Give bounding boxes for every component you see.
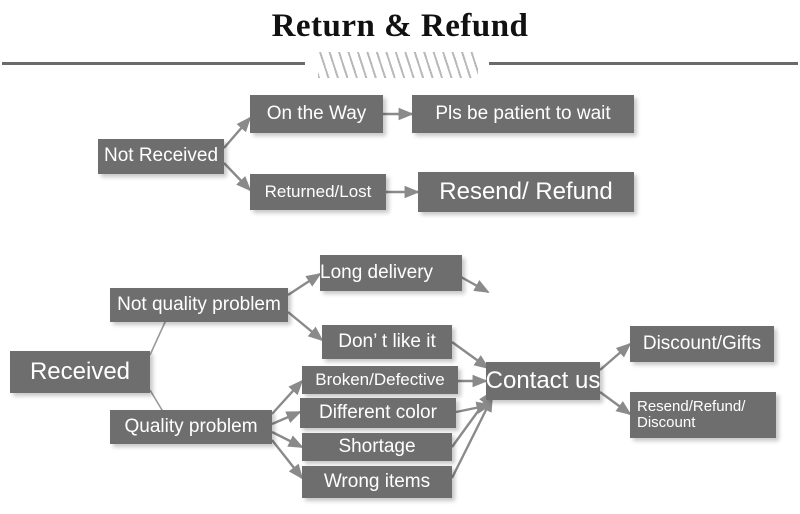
- node-wrong-items[interactable]: Wrong items: [302, 466, 452, 498]
- node-on-the-way[interactable]: On the Way: [250, 95, 383, 133]
- node-broken-defective[interactable]: Broken/Defective: [302, 366, 458, 394]
- node-pls-be-patient-to-wait[interactable]: Pls be patient to wait: [412, 95, 634, 133]
- page-title: Return & Refund: [271, 8, 529, 44]
- node-different-color[interactable]: Different color: [300, 398, 456, 428]
- node-dont-like-it[interactable]: Don’ t like it: [322, 325, 452, 359]
- node-not-received[interactable]: Not Received: [98, 139, 224, 174]
- node-received[interactable]: Received: [10, 351, 150, 393]
- node-resend-refund-discount[interactable]: Resend/Refund/ Discount: [630, 392, 776, 438]
- node-shortage[interactable]: Shortage: [302, 433, 452, 461]
- divider-rule-right: [489, 62, 798, 65]
- divider-rule-left: [2, 62, 305, 65]
- header-divider: [0, 52, 800, 78]
- hatched-divider-icon: [318, 52, 478, 78]
- node-returned-lost[interactable]: Returned/Lost: [250, 174, 386, 210]
- node-not-quality-problem[interactable]: Not quality problem: [110, 288, 288, 322]
- node-long-delivery[interactable]: Long delivery: [320, 255, 462, 291]
- node-resend-refund[interactable]: Resend/ Refund: [418, 172, 634, 212]
- node-contact-us[interactable]: Contact us: [486, 362, 600, 400]
- node-discount-gifts[interactable]: Discount/Gifts: [630, 326, 774, 362]
- node-quality-problem[interactable]: Quality problem: [110, 410, 272, 444]
